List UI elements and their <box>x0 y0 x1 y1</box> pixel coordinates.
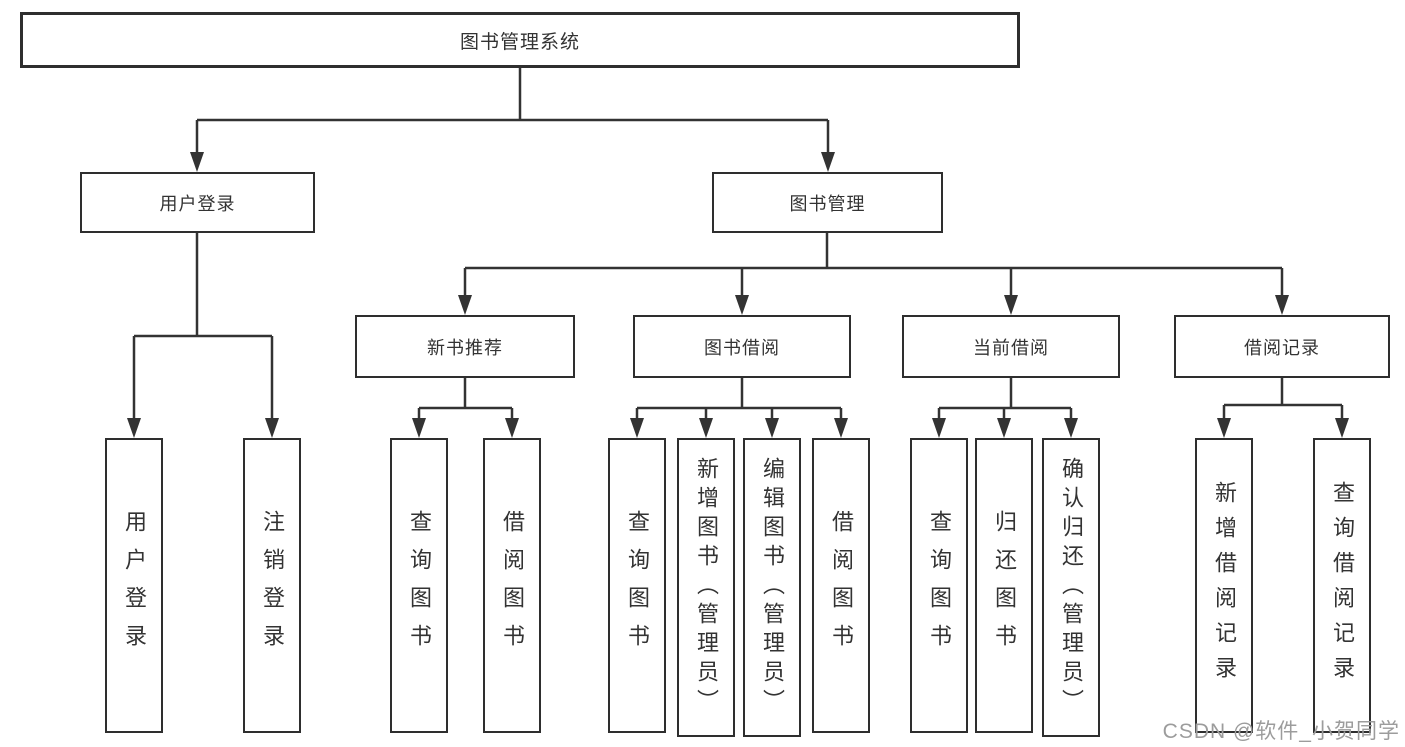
node-current-borrowing: 当前借阅 <box>902 315 1120 378</box>
csdn-watermark: CSDN @软件_小贺同学 <box>1162 720 1400 743</box>
leaf-label: 查询图书 <box>625 509 650 662</box>
leaf-logout: 注销登录 <box>243 438 301 733</box>
leaf-label: 借阅图书 <box>829 509 854 662</box>
node-book-management: 图书管理 <box>712 172 943 233</box>
leaf-label: 查询图书 <box>407 509 432 662</box>
node-borrowing-records: 借阅记录 <box>1174 315 1390 378</box>
node-label: 新书推荐 <box>427 337 503 358</box>
leaf-label: 新增借阅记录 <box>1212 480 1237 691</box>
node-library-system-root: 图书管理系统 <box>20 12 1020 68</box>
leaf-label: 查询借阅记录 <box>1330 480 1355 691</box>
leaf-borrow-books: 借阅图书 <box>812 438 870 733</box>
leaf-add-books-admin: 新增图书（管理员） <box>677 438 735 737</box>
node-label: 图书管理系统 <box>459 31 580 53</box>
leaf-add-borrow-record: 新增借阅记录 <box>1195 438 1253 733</box>
node-user-login: 用户登录 <box>80 172 315 233</box>
leaf-query-books-current: 查询图书 <box>910 438 968 733</box>
leaf-label: 新增图书（管理员） <box>694 457 719 718</box>
leaf-query-borrow-record: 查询借阅记录 <box>1313 438 1371 733</box>
leaf-label: 查询图书 <box>927 509 952 662</box>
node-label: 图书管理 <box>789 193 866 214</box>
node-label: 借阅记录 <box>1244 337 1320 358</box>
leaf-confirm-return-admin: 确认归还（管理员） <box>1042 438 1100 737</box>
leaf-user-login: 用户登录 <box>105 438 163 733</box>
leaf-query-books-borrowing: 查询图书 <box>608 438 666 733</box>
leaf-return-books: 归还图书 <box>975 438 1033 733</box>
node-label: 用户登录 <box>159 193 236 214</box>
node-label: 图书借阅 <box>704 337 780 358</box>
leaf-label: 确认归还（管理员） <box>1059 457 1084 718</box>
leaf-label: 借阅图书 <box>500 509 525 662</box>
leaf-query-books-recommend: 查询图书 <box>390 438 448 733</box>
leaf-borrow-books-recommend: 借阅图书 <box>483 438 541 733</box>
leaf-label: 归还图书 <box>992 509 1017 662</box>
node-book-borrowing: 图书借阅 <box>633 315 851 378</box>
node-new-book-recommend: 新书推荐 <box>355 315 575 378</box>
leaf-label: 编辑图书（管理员） <box>760 457 785 718</box>
leaf-label: 用户登录 <box>122 509 147 662</box>
leaf-edit-books-admin: 编辑图书（管理员） <box>743 438 801 737</box>
node-label: 当前借阅 <box>973 337 1049 358</box>
leaf-label: 注销登录 <box>260 509 285 662</box>
